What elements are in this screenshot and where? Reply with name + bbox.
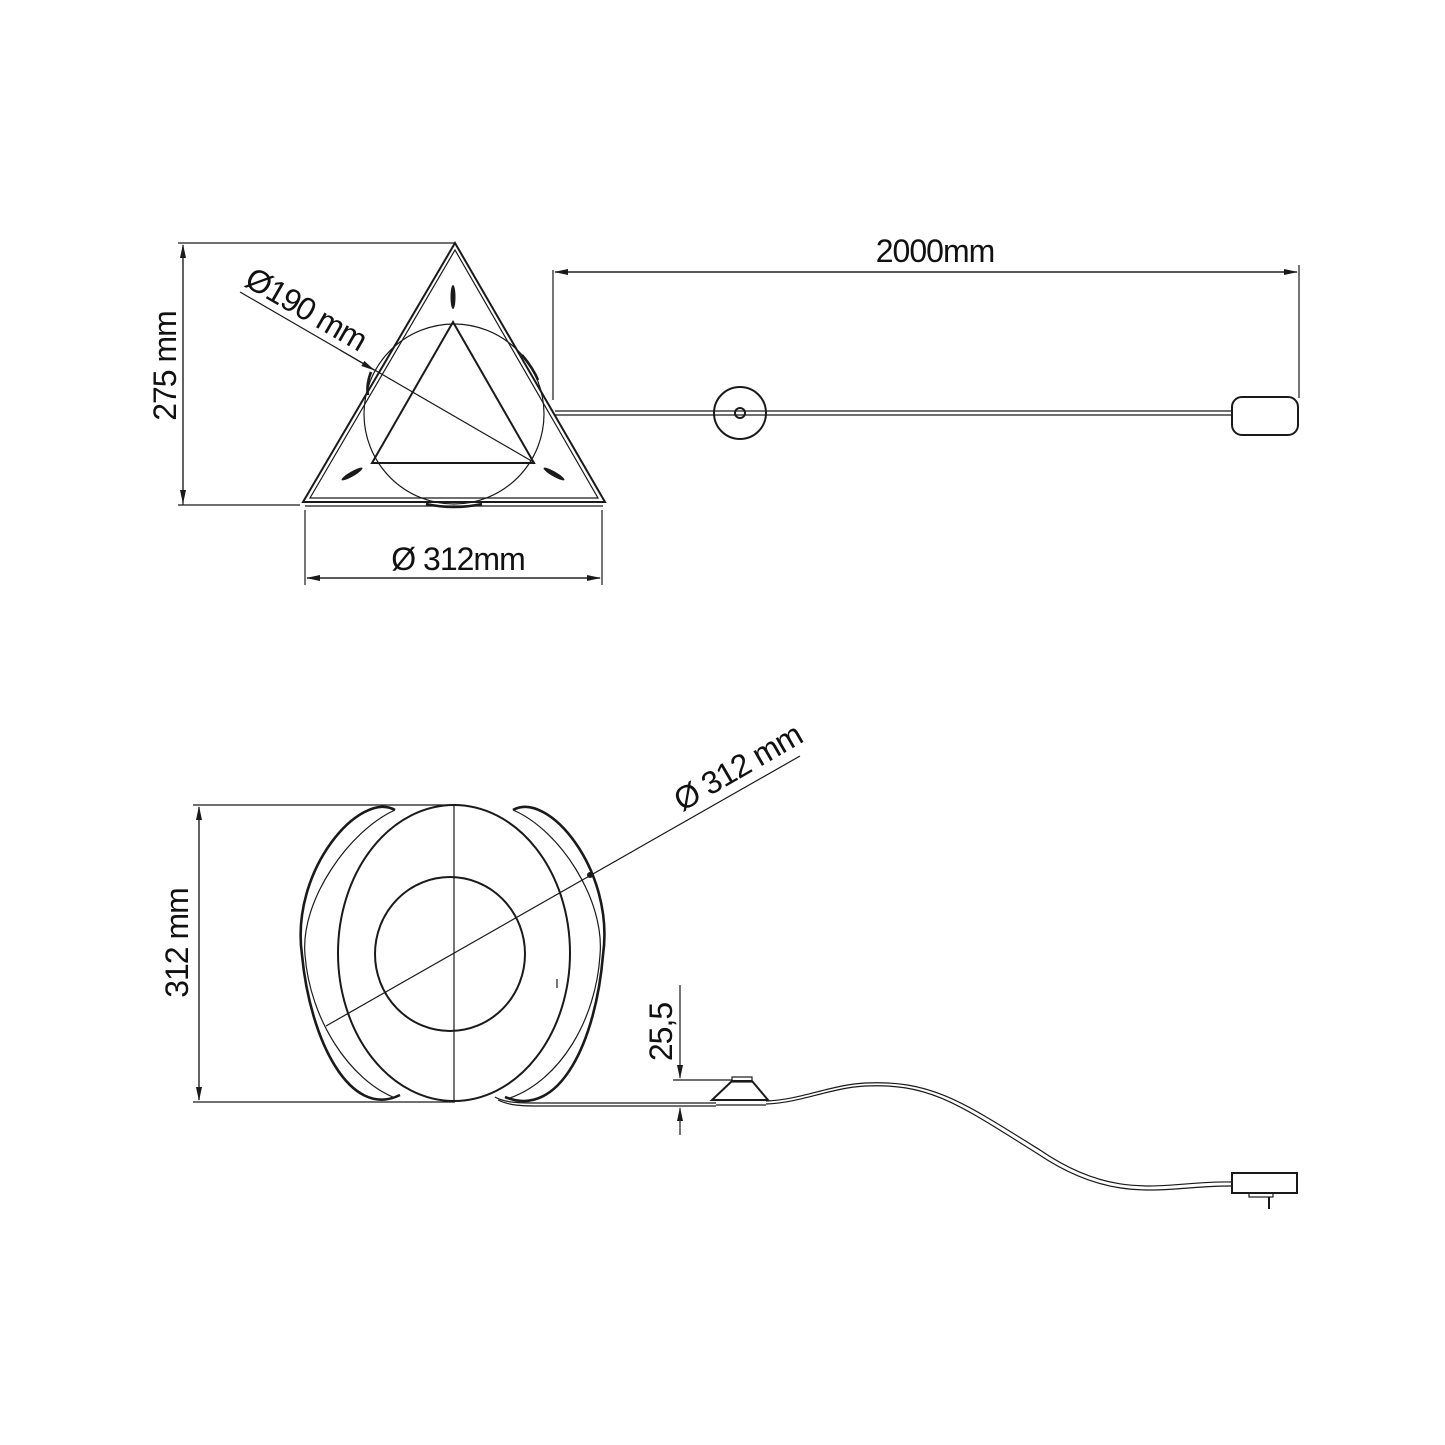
outer-triangle	[301, 241, 607, 507]
plug	[1231, 396, 1299, 436]
switch-button	[734, 407, 746, 419]
front-cable-start	[494, 1096, 716, 1104]
base-width-dimension: Ø 312mm	[304, 510, 603, 585]
diameter-leader	[239, 291, 536, 464]
left-lobe	[299, 805, 401, 1101]
slot-left	[341, 467, 363, 481]
front-height-label: 312 mm	[159, 888, 195, 998]
inner-diameter-label: Ø190 mm	[240, 260, 374, 358]
height-dimension: 275 mm	[147, 242, 455, 506]
cable	[555, 386, 1299, 440]
base-height-label: 25,5	[643, 1003, 679, 1061]
front-diameter-label: Ø 312 mm	[668, 716, 808, 818]
front-height-dimension: 312 mm	[159, 804, 455, 1103]
slot-right	[543, 467, 565, 481]
height-label: 275 mm	[147, 311, 183, 421]
right-lobe	[504, 805, 606, 1103]
circle-bottom-arc	[425, 502, 483, 509]
front-plug	[1231, 1172, 1298, 1194]
front-view: 312 mm Ø 312 mm	[159, 716, 1298, 1209]
front-cable-wave	[765, 1082, 1233, 1187]
circle-left-arc	[366, 371, 373, 396]
top-view: 275 mm Ø190 mm Ø 312mm	[147, 233, 1300, 585]
base-height-dimension: 25,5	[643, 985, 732, 1135]
circle-right-arc	[521, 354, 540, 381]
cable-length-dimension: 2000mm	[552, 233, 1300, 400]
front-diameter-leader	[325, 755, 801, 1027]
lamp-center-disk	[374, 876, 526, 1032]
slot-top	[450, 285, 456, 309]
inline-switch	[713, 386, 767, 440]
cable-length-label: 2000mm	[876, 233, 995, 269]
base-width-label: Ø 312mm	[391, 541, 524, 577]
front-switch	[709, 1080, 771, 1101]
